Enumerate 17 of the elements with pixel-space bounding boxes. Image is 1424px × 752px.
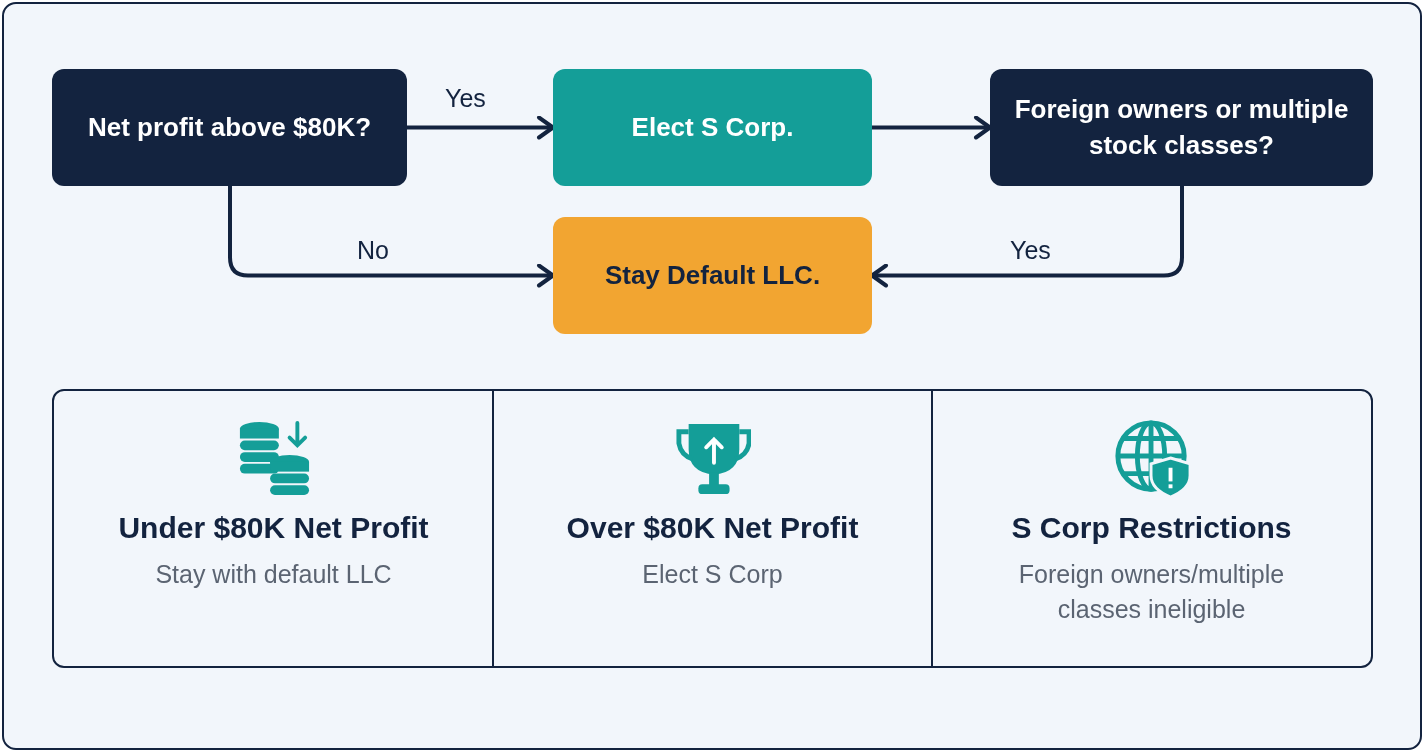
decision-box: Foreign owners or multiple stock classes? [990,69,1373,186]
card-description: Stay with default LLC [155,559,392,590]
outcome-box: Stay Default LLC. [553,217,872,334]
process-box: Elect S Corp. [553,69,872,186]
card-heading: S Corp Restrictions [1011,511,1292,545]
edge-label: No [357,236,389,265]
arrow [870,184,1184,288]
decision-box: Net profit above $80K? [52,69,407,186]
arrow [870,115,992,140]
arrow [228,184,555,288]
card-heading: Over $80K Net Profit [566,511,859,545]
card-heading: Under $80K Net Profit [118,511,429,545]
card-description: Foreign owners/multiple classes ineligible [1017,559,1286,625]
card-description: Elect S Corp [642,559,783,590]
edge-label: Yes [445,84,486,113]
arrow [405,115,555,140]
edge-label: Yes [1010,236,1051,265]
